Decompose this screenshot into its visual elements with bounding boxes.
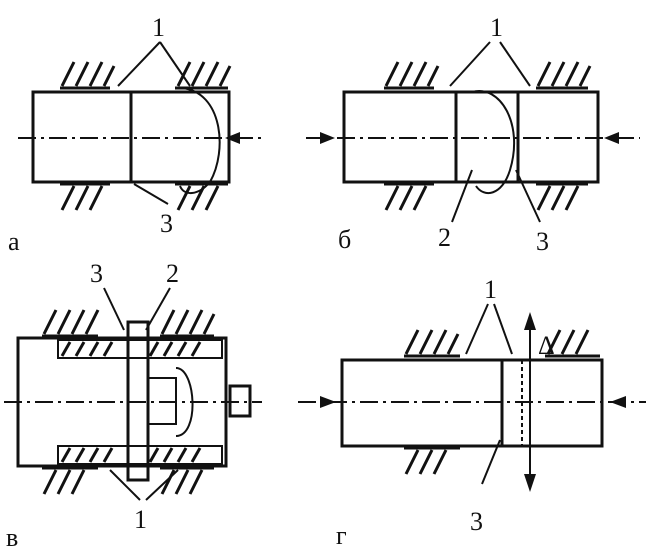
force-arrow-g-left [320, 396, 336, 408]
panel-a: 1 3 а [8, 13, 262, 256]
panel-letter-a: а [8, 227, 20, 256]
leader-3g [481, 439, 501, 485]
panel-letter-b: б [338, 225, 351, 254]
clamp-top-left-v [42, 309, 100, 338]
displacement-arrow-down-g [524, 474, 536, 492]
force-arrow-g-right [610, 396, 626, 408]
leader-2b [451, 169, 473, 223]
leader-1b-left [449, 41, 491, 87]
force-arrow-b-left [320, 132, 335, 144]
clamp-bottom-left-g [404, 446, 460, 475]
leader-1a-left [117, 41, 161, 87]
leader-3v [103, 287, 125, 331]
panel-letter-v: в [6, 523, 18, 552]
panel-letter-g: г [336, 521, 347, 550]
clamp-bottom-left-a [60, 182, 110, 211]
weld-loop-b [471, 89, 515, 195]
weld-loop-a [179, 87, 221, 194]
label-3-v: 3 [90, 259, 103, 288]
clamp-bottom-right-a [175, 182, 228, 211]
clamp-bottom-left-b [384, 182, 434, 211]
panel-v: 3 2 1 в [4, 259, 262, 552]
panel-g: 1 Δ 3 г [298, 275, 646, 550]
clamp-top-right-b [536, 61, 592, 90]
label-1-a: 1 [152, 13, 165, 42]
clamp-top-right-v [160, 309, 216, 338]
clamp-bottom-right-v [160, 466, 214, 495]
label-3-g: 3 [470, 507, 483, 536]
label-2-v: 2 [166, 259, 179, 288]
clamp-top-right-g [545, 329, 600, 358]
leader-3a [133, 183, 169, 205]
clamp-top-left-g [404, 329, 460, 358]
label-3-a: 3 [160, 209, 173, 238]
clamp-top-left-a [60, 61, 116, 90]
panel-b: 1 2 3 б [306, 13, 640, 256]
force-arrow-a [225, 132, 240, 144]
displacement-arrow-up-g [524, 312, 536, 330]
leader-1g-right [493, 303, 513, 355]
leader-1v-right [145, 469, 179, 501]
clamp-bottom-left-v [42, 466, 98, 495]
label-3-b: 3 [536, 227, 549, 256]
force-arrow-b-right [604, 132, 619, 144]
tube-wall-bottom-v [57, 445, 223, 465]
clamp-top-left-b [384, 61, 440, 90]
leader-1a-right [159, 41, 191, 87]
label-1-b: 1 [490, 13, 503, 42]
leader-2v [145, 287, 171, 331]
leader-1g-left [465, 303, 489, 355]
tube-wall-top-v [57, 339, 223, 359]
leader-1v-left [109, 469, 141, 501]
label-1-g: 1 [484, 275, 497, 304]
label-2-b: 2 [438, 223, 451, 252]
label-delta-g: Δ [538, 331, 555, 360]
leader-3b [515, 169, 541, 223]
label-1-v: 1 [134, 505, 147, 534]
leader-1b-right [499, 41, 531, 87]
clamp-bottom-right-b [536, 182, 588, 211]
